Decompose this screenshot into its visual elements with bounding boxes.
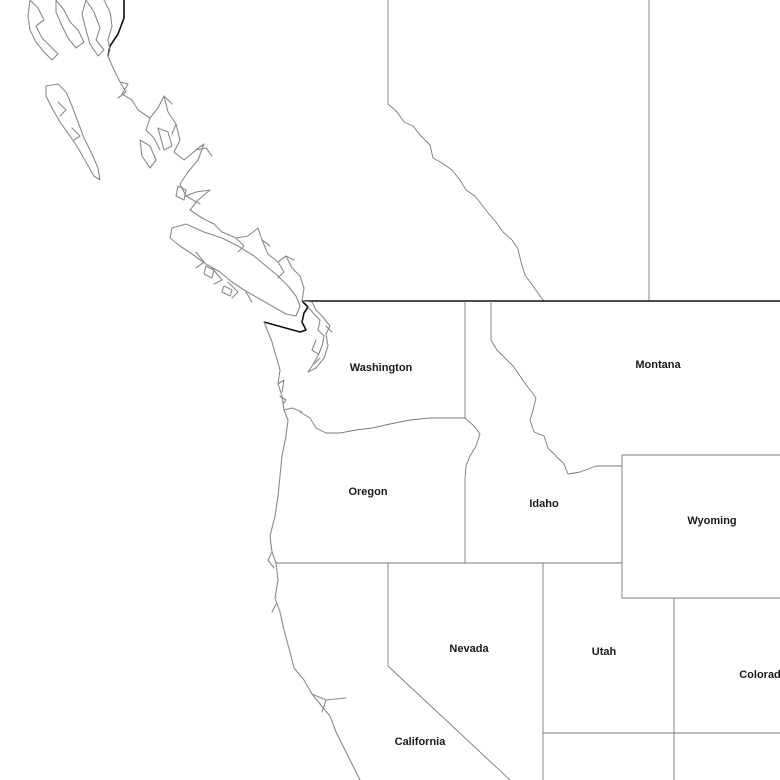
idaho-oregon-border — [464, 417, 481, 563]
vancouver-island-inlets — [195, 251, 253, 303]
state-label-nevada[interactable]: Nevada — [449, 643, 489, 655]
state-label-idaho[interactable]: Idaho — [529, 498, 559, 510]
alaska-mainland-coast — [103, 0, 113, 57]
washington-oregon-border — [299, 411, 465, 434]
state-label-wyoming[interactable]: Wyoming — [687, 515, 736, 527]
wyoming-border — [621, 454, 780, 599]
vancouver-island — [169, 223, 301, 317]
bc-alberta-border — [387, 0, 545, 302]
haida-gwaii-inlets — [57, 101, 81, 141]
state-label-oregon[interactable]: Oregon — [348, 486, 387, 498]
willapa-bay — [279, 395, 287, 405]
bc-coastal-islands — [139, 127, 233, 297]
juan-de-fuca-border — [263, 300, 309, 333]
state-label-montana[interactable]: Montana — [635, 359, 681, 371]
puget-inlets — [311, 325, 333, 365]
state-label-colorado[interactable]: Colorad — [739, 669, 780, 681]
haida-gwaii — [45, 83, 101, 181]
bc-fjords — [117, 81, 295, 279]
grays-harbor — [277, 379, 285, 393]
puget-sound — [301, 300, 331, 373]
bc-mainland-coast — [107, 55, 305, 302]
alaska-panhandle-islands — [27, 0, 105, 61]
california-nevada-border — [387, 563, 511, 780]
columbia-river-mouth — [283, 407, 303, 413]
state-label-california[interactable]: California — [395, 736, 447, 748]
alaska-bc-border — [107, 0, 125, 57]
idaho-montana-border — [490, 301, 622, 475]
point-reyes — [311, 693, 347, 713]
state-label-washington[interactable]: Washington — [350, 362, 413, 374]
humboldt-coast — [267, 551, 277, 613]
us-pacific-coastline — [263, 321, 361, 780]
state-label-utah[interactable]: Utah — [592, 646, 617, 658]
